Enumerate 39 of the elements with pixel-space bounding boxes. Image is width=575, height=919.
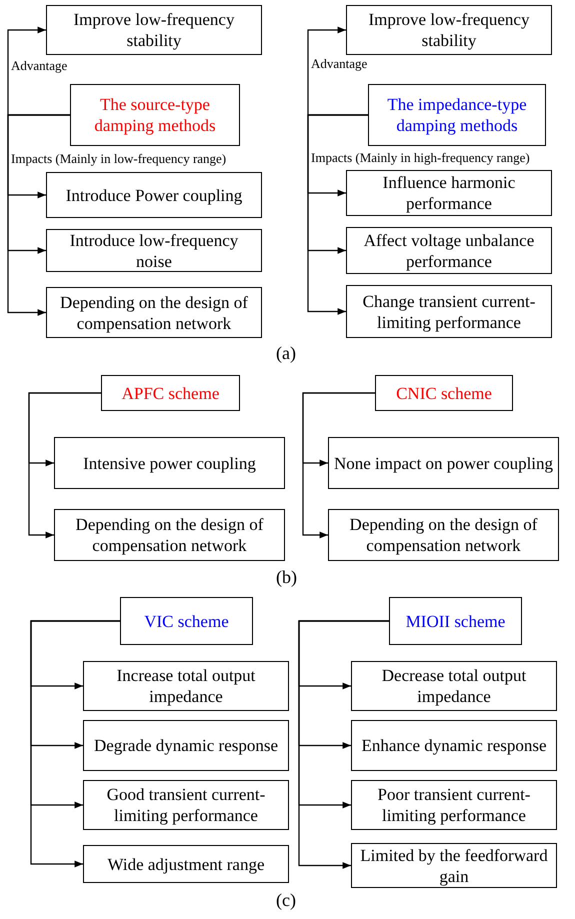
item-box: Depending on the design of compensation network (46, 287, 262, 338)
category-box: VIC scheme (120, 597, 253, 645)
item-box: Improve low-frequency stability (46, 5, 262, 55)
item-box: Enhance dynamic response (351, 720, 557, 771)
edge-label: Advantage (311, 56, 368, 71)
panel-caption: (c) (276, 889, 296, 911)
item-box: Limited by the feedforward gain (351, 843, 557, 888)
category-box: APFC scheme (101, 375, 240, 411)
item-box: Depending on the design of compensation network (328, 509, 559, 561)
item-box: Increase total output impedance (83, 661, 289, 711)
item-box: Degrade dynamic response (83, 720, 289, 771)
item-box: Affect voltage unbalance performance (346, 227, 552, 274)
item-box: Good transient current-limiting performance (83, 780, 289, 830)
item-box: Change transient current-limiting performance (346, 285, 552, 338)
item-box: Introduce Power coupling (46, 172, 262, 218)
category-box: The impedance-type damping methods (368, 84, 546, 146)
item-box: Decrease total output impedance (351, 661, 557, 711)
category-box: CNIC scheme (375, 375, 513, 411)
connector-arrow (28, 392, 101, 538)
item-box: Poor transient current-limiting performance (351, 780, 557, 830)
panel-caption: (a) (276, 342, 296, 364)
item-box: Introduce low-frequency noise (46, 229, 262, 272)
edge-label: Impacts (Mainly in high-frequency range) (311, 150, 530, 165)
connector-arrow (30, 620, 120, 868)
panel-caption: (b) (276, 566, 297, 588)
category-box: MIOII scheme (389, 597, 522, 645)
item-box: None impact on power coupling (328, 437, 559, 489)
item-box: Wide adjustment range (83, 845, 289, 883)
edge-label: Advantage (11, 58, 68, 73)
connector-arrow (298, 620, 389, 869)
item-box: Influence harmonic performance (346, 170, 552, 216)
item-box: Depending on the design of compensation network (54, 509, 285, 561)
connector-arrow (307, 114, 368, 315)
item-box: Improve low-frequency stability (346, 5, 552, 55)
connector-arrow (302, 392, 375, 538)
item-box: Intensive power coupling (54, 437, 285, 489)
category-box: The source-type damping methods (70, 84, 240, 146)
connector-arrow (7, 114, 70, 316)
edge-label: Impacts (Mainly in low-frequency range) (11, 151, 226, 166)
